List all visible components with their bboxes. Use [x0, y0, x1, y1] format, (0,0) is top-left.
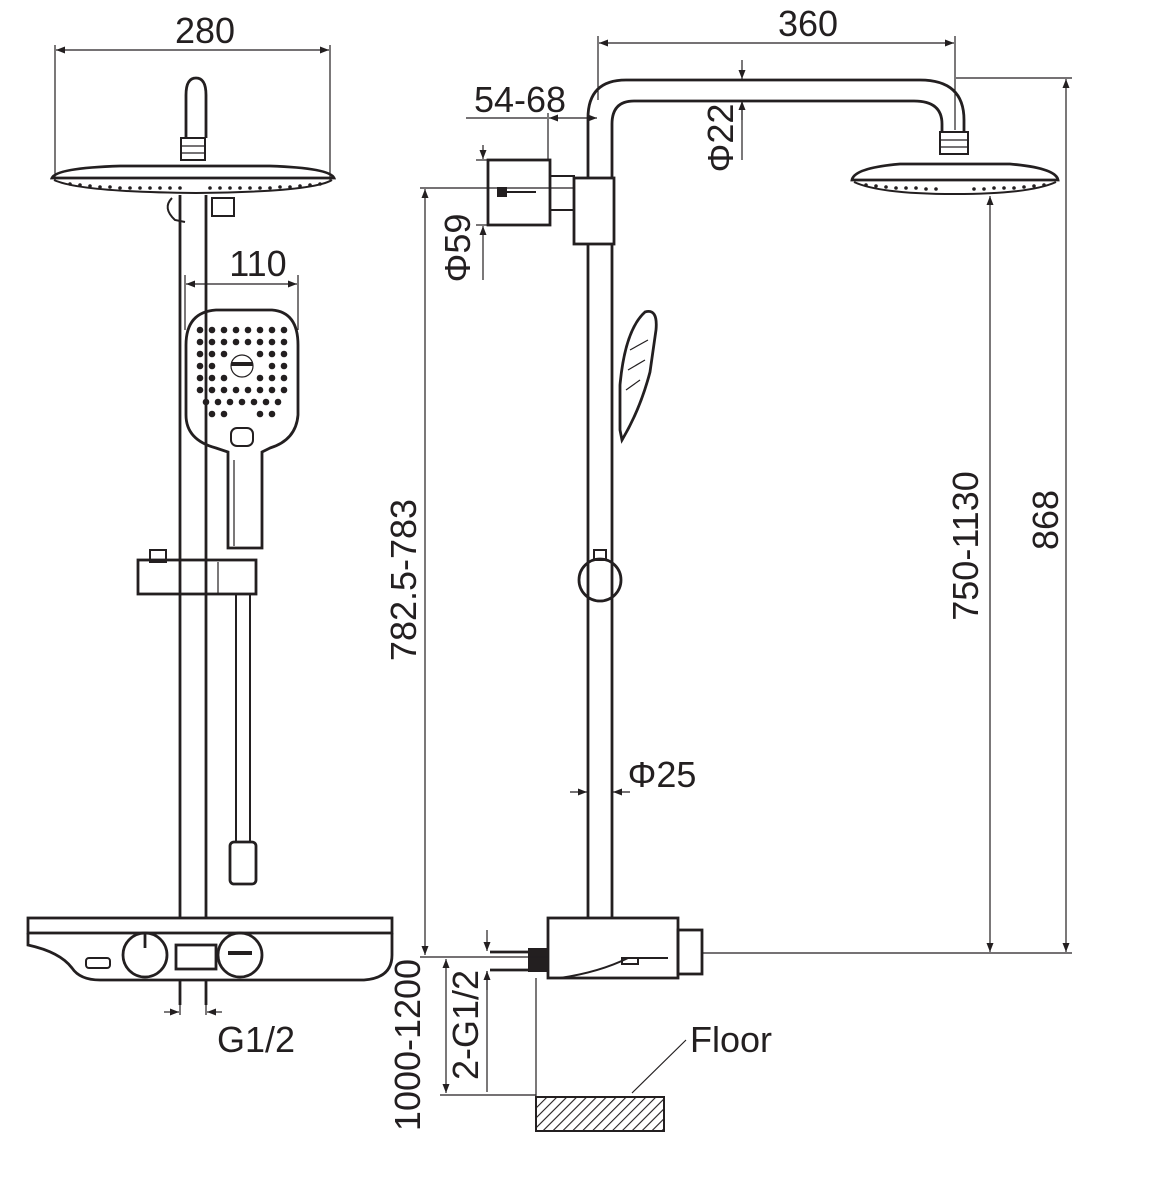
floor-indicator: Floor: [535, 1019, 772, 1132]
total-height-label: 868: [1025, 490, 1066, 550]
mount-diameter-dimension: Φ59: [437, 145, 490, 282]
pipe-diameter-label: Φ25: [628, 754, 697, 795]
mixer-shelf: G1/2: [26, 916, 394, 1060]
side-mixer-body: [490, 916, 704, 1130]
inlet-thread-label: 2-G1/2: [445, 970, 486, 1080]
shower-arm: [586, 78, 969, 178]
overhead-shower-head: [49, 76, 337, 223]
head-height-dimension: 750-1130: [702, 196, 1072, 954]
wall-offset-dimension: 54-68: [466, 79, 597, 160]
mount-height-dimension: 1000-1200: [387, 959, 450, 1131]
pipe-diameter-dimension: Φ25: [570, 754, 697, 796]
shower-hose: [228, 594, 258, 886]
mount-height-label: 1000-1200: [387, 959, 428, 1131]
arm-reach-label: 360: [778, 3, 838, 44]
head-height-label: 750-1130: [945, 471, 986, 620]
overhead-width-label: 280: [175, 10, 235, 51]
spray-nozzles: [196, 326, 288, 418]
slide-holder: [136, 549, 258, 596]
hand-shower: [184, 308, 300, 550]
side-hand-shower: [618, 310, 658, 444]
front-view: 280: [26, 10, 394, 1060]
front-inlet-thread-label: G1/2: [217, 1019, 295, 1060]
arm-diameter-dimension: Φ22: [700, 60, 746, 173]
bracket-height-label: 782.5-783: [383, 499, 424, 661]
arm-reach-dimension: 360: [597, 3, 956, 130]
handshower-width-dimension: 110: [184, 243, 299, 330]
side-overhead-head: [850, 162, 1060, 196]
riser-rail: [178, 195, 208, 918]
total-height-dimension: 868: [956, 77, 1072, 952]
nozzle-row: [68, 182, 322, 190]
side-riser-pipe: [577, 244, 623, 918]
floor-label: Floor: [690, 1019, 772, 1060]
arm-diameter-label: Φ22: [700, 104, 741, 173]
mount-diameter-label: Φ59: [437, 214, 478, 283]
bracket-height-dimension: 782.5-783: [383, 187, 575, 958]
side-view: 360 54-68 Φ22: [383, 3, 1072, 1132]
overhead-width-dimension: 280: [54, 10, 331, 180]
wall-mount: [486, 158, 616, 246]
inlet-thread-dimension: 2-G1/2: [440, 930, 536, 1096]
handshower-width-label: 110: [229, 243, 286, 284]
wall-offset-label: 54-68: [474, 79, 566, 120]
